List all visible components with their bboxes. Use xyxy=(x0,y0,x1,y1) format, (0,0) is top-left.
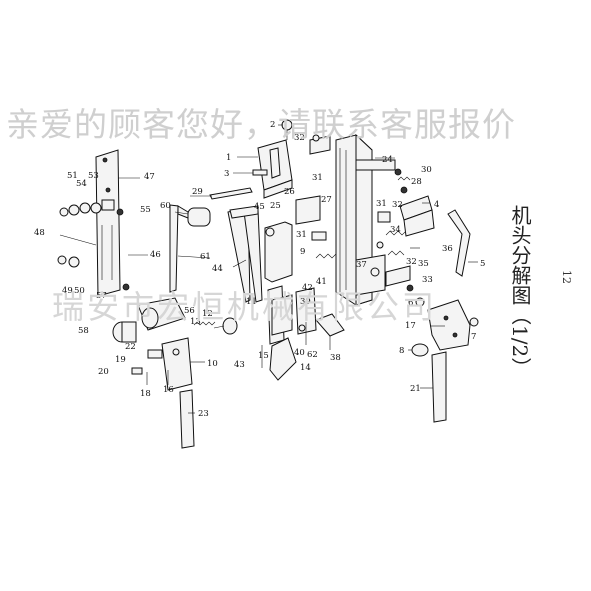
callout: 18 xyxy=(140,389,151,399)
pin-38-part xyxy=(305,313,345,350)
lever-61-part xyxy=(169,204,211,293)
callout: 32 xyxy=(294,133,305,143)
callout: 6 xyxy=(408,298,413,308)
callout: 36 xyxy=(442,244,453,254)
callout: 11 xyxy=(246,297,257,307)
screw-small-parts xyxy=(131,367,169,385)
callout: 62 xyxy=(307,350,318,360)
callout: 44 xyxy=(212,264,223,274)
callout: 54 xyxy=(76,179,87,189)
callout: 56 xyxy=(184,306,195,316)
callout: 26 xyxy=(284,187,295,197)
callout: 14 xyxy=(300,363,311,373)
callout: 58 xyxy=(78,326,89,336)
callout: 34 xyxy=(390,225,401,235)
bracket-10-part xyxy=(147,337,193,391)
callout: 39 xyxy=(300,297,311,307)
callout: 5 xyxy=(480,259,485,269)
watermark-company: 瑞安市宏恒机械有限公司 xyxy=(52,288,438,326)
callout: 57 xyxy=(96,291,107,301)
bracket-1-part xyxy=(257,139,293,199)
callout: 55 xyxy=(140,205,151,215)
spring-12-part xyxy=(213,317,238,335)
callout: 32 xyxy=(406,257,417,267)
callout: 1 xyxy=(226,153,231,163)
diagram-title: 机头分解图（1/2） xyxy=(508,205,532,378)
callout: 31 xyxy=(312,173,323,183)
small-parts xyxy=(116,134,414,292)
bar-21-part xyxy=(431,351,447,423)
callout: 2 xyxy=(270,120,275,130)
callout: 31 xyxy=(376,199,387,209)
callout: 50 xyxy=(74,286,85,296)
callout: 31 xyxy=(296,230,307,240)
callout: 25 xyxy=(270,201,281,211)
callout: 21 xyxy=(410,384,421,394)
callout: 35 xyxy=(418,259,429,269)
arm-4-part xyxy=(399,195,435,237)
main-frame-part xyxy=(335,133,396,306)
plate-47-part xyxy=(95,149,121,297)
callout: 16 xyxy=(163,385,174,395)
callout: 9 xyxy=(300,247,305,257)
callout: 20 xyxy=(98,367,109,377)
callout: 40 xyxy=(294,348,305,358)
callout: 47 xyxy=(144,172,155,182)
callout: 28 xyxy=(411,177,422,187)
callout: 22 xyxy=(125,342,136,352)
callout-labels: 1 2 3 4 5 6 7 8 9 10 11 12 13 14 15 16 1… xyxy=(34,120,485,419)
callout: 29 xyxy=(192,187,203,197)
callout: 4 xyxy=(434,200,439,210)
callout: 43 xyxy=(234,360,245,370)
callout: 32 xyxy=(392,200,403,210)
callout: 27 xyxy=(321,195,332,205)
plate-17-part xyxy=(411,297,479,357)
handle-5-part xyxy=(447,209,471,277)
callout: 41 xyxy=(316,277,327,287)
callout: 10 xyxy=(207,359,218,369)
watermark-top: 亲爱的顾客您好，请联系客服报价 xyxy=(6,105,516,144)
callout: 23 xyxy=(198,409,209,419)
callout: 38 xyxy=(330,353,341,363)
page-number: 12 xyxy=(560,270,573,284)
callout: 33 xyxy=(422,275,433,285)
callout: 30 xyxy=(421,165,432,175)
callout: 51 xyxy=(67,171,78,181)
cylinder-parts xyxy=(112,297,186,343)
callout: 60 xyxy=(160,201,171,211)
callout: 61 xyxy=(200,252,211,262)
callout: 45 xyxy=(254,202,265,212)
rod-parts xyxy=(209,187,263,303)
callout: 53 xyxy=(88,171,99,181)
callout: 24 xyxy=(382,155,393,165)
callout: 17 xyxy=(405,321,416,331)
callout: 8 xyxy=(399,346,404,356)
leader-lines xyxy=(59,124,478,414)
callout: 42 xyxy=(302,283,313,293)
callout: 48 xyxy=(34,228,45,238)
callout: 13 xyxy=(190,317,201,327)
callout: 7 xyxy=(471,332,476,342)
callout: 49 xyxy=(62,286,73,296)
slider-parts xyxy=(271,287,317,336)
callout: 12 xyxy=(202,309,213,319)
piece-14-part xyxy=(261,337,297,381)
washer-parts xyxy=(57,202,102,268)
callout: 19 xyxy=(115,355,126,365)
callout: 46 xyxy=(150,250,161,260)
callout: 15 xyxy=(258,351,269,361)
callout: 37 xyxy=(356,260,367,270)
bar-23-part xyxy=(179,389,195,449)
callout: 3 xyxy=(224,169,229,179)
